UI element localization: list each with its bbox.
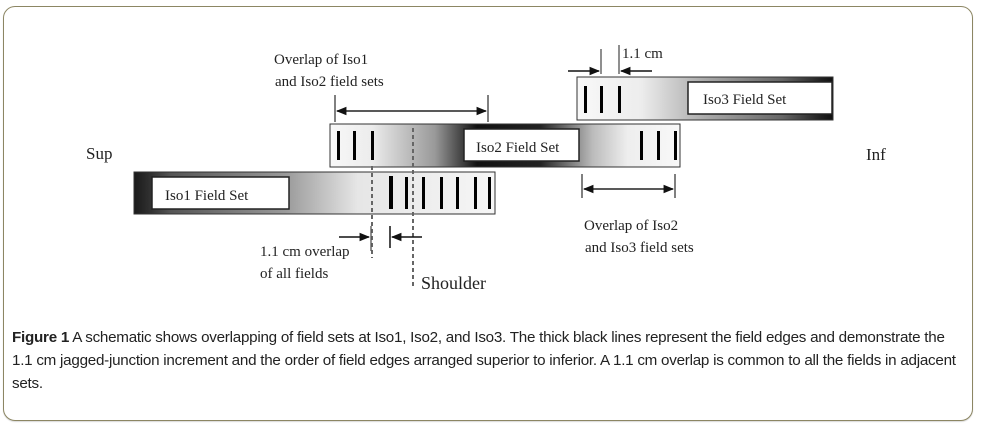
figure-caption: Figure 1 A schematic shows overlapping o…: [12, 326, 967, 395]
increment-annotation: 1.1 cm: [568, 45, 663, 76]
iso2-field-set: Iso2 Field Set: [329, 123, 681, 168]
figure-label: Figure 1: [12, 329, 70, 346]
iso3-field-edge: [618, 86, 621, 113]
overlap-iso1-iso2-line1: Overlap of Iso1: [274, 52, 368, 68]
iso2-field-edge: [353, 131, 356, 160]
overlap-all-line1: 1.1 cm overlap: [260, 244, 350, 260]
iso3-label: Iso3 Field Set: [703, 92, 787, 108]
overlap-iso1-iso2-annotation: Overlap of Iso1 and Iso2 field sets: [274, 52, 489, 122]
iso1-field-edge: [440, 177, 443, 209]
iso3-label-box: [687, 81, 833, 115]
iso3-field-set: Iso3 Field Set: [576, 76, 834, 121]
iso1-field-edge: [488, 177, 491, 209]
overlap-iso1-iso2-line2: and Iso2 field sets: [275, 74, 384, 90]
overlap-iso2-iso3-line2: and Iso3 field sets: [585, 240, 694, 256]
iso2-field-edge: [640, 131, 643, 160]
iso2-field-edge: [674, 131, 677, 160]
iso3-field-edge: [584, 86, 587, 113]
increment-label: 1.1 cm: [622, 46, 663, 62]
superior-label: Sup: [86, 144, 112, 163]
iso2-field-edge: [371, 131, 374, 160]
overlap-all-line2: of all fields: [260, 266, 328, 282]
caption-text: A schematic shows overlapping of field s…: [12, 329, 956, 392]
iso2-label-box: [463, 128, 580, 162]
iso3-field-edge: [600, 86, 603, 113]
field-set-diagram: Sup Inf Iso3 Field Set Iso2 Field Set Is…: [86, 45, 886, 293]
iso1-field-set: Iso1 Field Set: [133, 171, 496, 215]
shoulder-label: Shoulder: [421, 273, 486, 293]
iso1-field-edge: [405, 177, 408, 209]
iso1-field-edge: [456, 177, 459, 209]
overlap-all-annotation: 1.1 cm overlap of all fields: [260, 226, 422, 282]
iso1-label-box: [151, 176, 290, 210]
iso2-field-edge: [337, 131, 340, 160]
overlap-iso2-iso3-annotation: Overlap of Iso2 and Iso3 field sets: [581, 174, 694, 256]
iso1-field-edge: [474, 177, 477, 209]
iso1-label: Iso1 Field Set: [165, 188, 249, 204]
iso2-label: Iso2 Field Set: [476, 140, 560, 156]
iso1-field-edge: [389, 176, 393, 209]
iso2-field-edge: [657, 131, 660, 160]
overlap-iso2-iso3-line1: Overlap of Iso2: [584, 218, 678, 234]
inferior-label: Inf: [866, 145, 886, 164]
iso1-field-edge: [422, 177, 425, 209]
